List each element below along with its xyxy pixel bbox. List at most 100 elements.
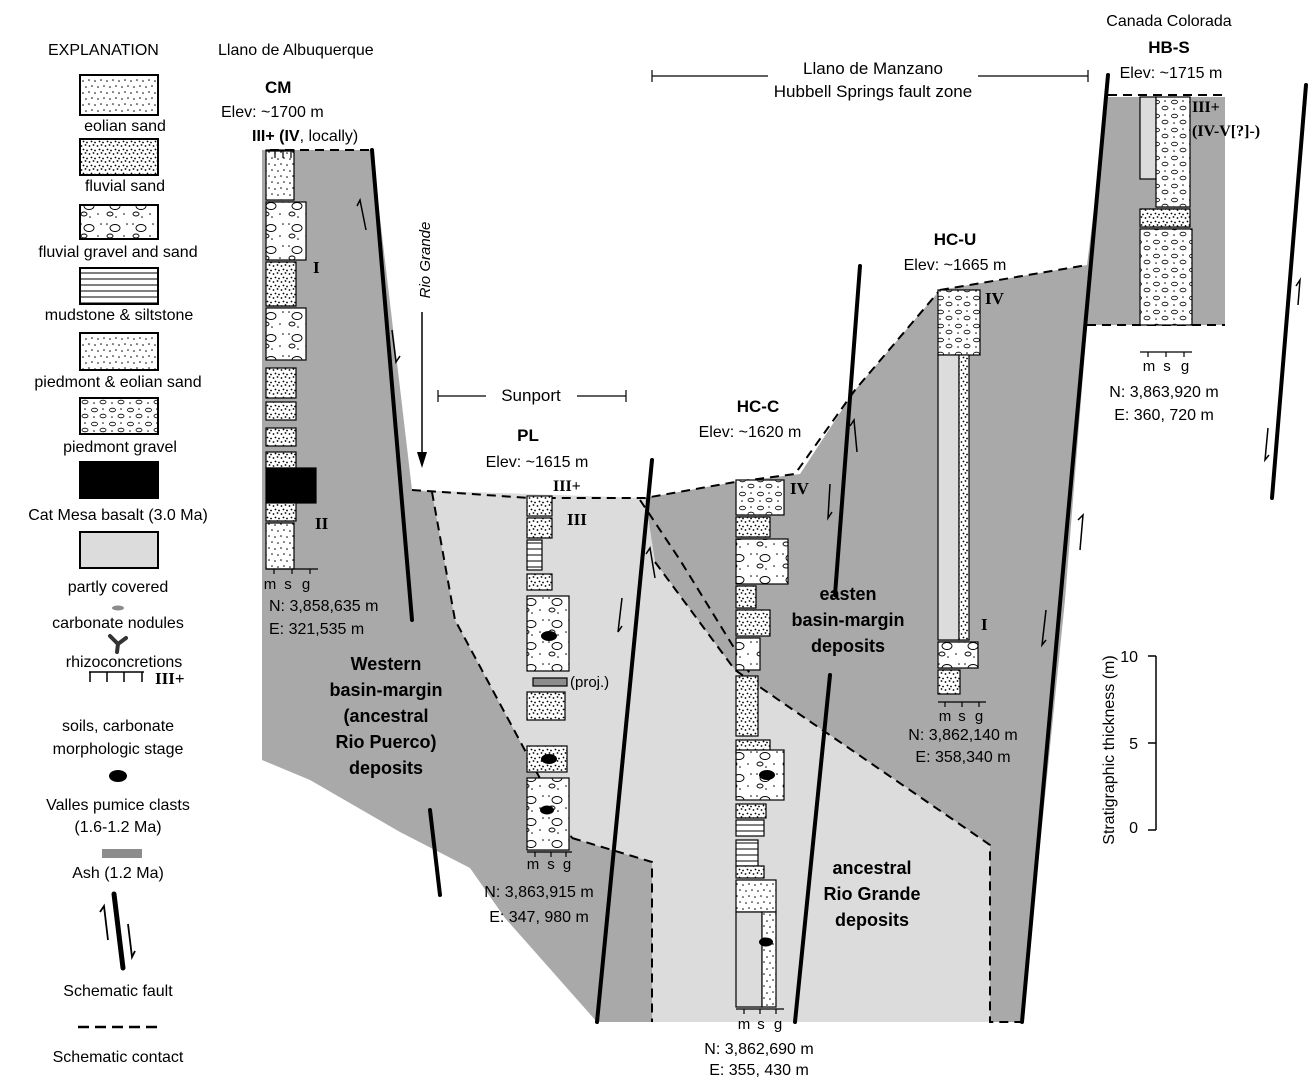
hcu-bed-gravel <box>937 289 981 356</box>
cm-bed-gravel <box>265 201 307 261</box>
legend-label-covered: partly covered <box>68 579 169 596</box>
hcu-grain-axis <box>938 701 986 707</box>
hbs-bed-gravel <box>1155 96 1191 208</box>
legend-label-rhizo: rhizoconcretions <box>66 654 183 671</box>
contact-line <box>571 837 653 1022</box>
legend-swatch-eolian-sand <box>79 74 159 116</box>
contact-line <box>654 561 1022 1023</box>
carbonate-nodule-icon <box>112 605 124 611</box>
pl-bed-sand <box>526 691 566 721</box>
fault-line <box>428 808 442 897</box>
cm-grain-m: m <box>264 576 277 593</box>
hcc-bed-gravel <box>735 637 761 671</box>
hcc-grain-g: g <box>774 1016 782 1033</box>
hbs-grain-s: s <box>1163 358 1171 375</box>
hcu-bed-gravel <box>937 641 979 669</box>
hcc-north: N: 3,862,690 m <box>704 1041 813 1058</box>
pl-proj: (proj.) <box>570 674 609 691</box>
legend-label-soils-1: soils, carbonate <box>62 718 174 735</box>
cm-east: E: 321,535 m <box>269 621 364 638</box>
legend-label-soils-2: morphologic stage <box>53 741 184 758</box>
cm-grain-axis <box>266 568 318 574</box>
hcu-unit: I <box>981 615 988 634</box>
hcc-grain-m: m <box>738 1016 751 1033</box>
pumice-clast <box>541 631 557 641</box>
legend-swatch-piedmont-gravel <box>79 397 159 435</box>
hbs-grain-axis <box>1140 351 1192 357</box>
pl-pumice-clasts <box>540 631 557 815</box>
legend-label-basalt: Cat Mesa basalt (3.0 Ma) <box>28 507 208 524</box>
legend-label-carbonate: carbonate nodules <box>52 615 184 632</box>
hbs-stage-1: III+ <box>1192 99 1220 116</box>
region-label-canada-colorada: Canada Colorada <box>1106 13 1232 30</box>
region-label-rio-grande: Rio Grande <box>417 222 434 299</box>
hcc-bed-eolian <box>761 911 777 1008</box>
legend-swatch-mudstone <box>79 267 159 305</box>
hcc-bed-gravel <box>735 479 785 516</box>
pumice-clast <box>541 754 557 764</box>
fault-motion-arrow <box>827 483 833 521</box>
hbs-stage-2: (IV-V[?]-) <box>1192 123 1260 140</box>
fault-motion-arrow <box>645 546 656 579</box>
fault-line <box>595 458 654 1024</box>
svg-text:deposits: deposits <box>349 758 423 778</box>
hcc-bed-sand <box>735 516 771 538</box>
hbs-section-column <box>1139 96 1193 326</box>
svg-text:basin-margin: basin-margin <box>329 680 442 700</box>
hbs-grain-g: g <box>1181 358 1189 375</box>
hcu-section-column <box>937 289 981 695</box>
hcu-grain-m: m <box>939 708 952 725</box>
hcc-bed-eolian <box>735 879 777 913</box>
cm-bed-gravel <box>265 307 307 361</box>
hcc-grain-s: s <box>757 1016 765 1033</box>
cm-section-column <box>265 149 317 570</box>
legend: EXPLANATION eolian sand fluvial sand flu… <box>28 42 208 1066</box>
soil-stage-icon <box>89 671 144 682</box>
cm-bed-eolian <box>265 149 295 201</box>
svg-text:(ancestral: (ancestral <box>343 706 428 726</box>
hbs-east: E: 360, 720 m <box>1114 407 1214 424</box>
hcc-bed-mudstone <box>735 819 765 837</box>
section-elev-pl: Elev: ~1615 m <box>486 454 589 471</box>
pl-unit: III <box>567 510 587 529</box>
svg-text:Rio Grande: Rio Grande <box>823 884 920 904</box>
hcc-stage: IV <box>790 479 810 498</box>
fault-line <box>1020 73 1110 1024</box>
hbs-bed-covered <box>1139 96 1157 180</box>
pl-bed-mudstone <box>526 539 543 571</box>
cm-bed-sand <box>265 451 297 469</box>
cm-grain-s: s <box>284 576 292 593</box>
contact-line <box>411 289 941 499</box>
hcu-east: E: 358,340 m <box>915 749 1010 766</box>
section-elev-cm: Elev: ~1700 m <box>221 104 324 121</box>
pl-grain-m: m <box>527 856 540 873</box>
hcc-bed-sand <box>735 609 771 637</box>
fault-line <box>793 673 832 1024</box>
legend-label-piedmont-eolian: piedmont & eolian sand <box>34 374 201 391</box>
pl-stage: III+ <box>553 478 581 495</box>
cm-bed-sand <box>265 502 297 522</box>
pumice-clast <box>540 805 554 815</box>
fault-motion-arrow <box>1077 513 1084 551</box>
fault-motion-arrow <box>849 417 858 453</box>
fault-motion-arrow <box>1264 427 1270 463</box>
section-elev-hcc: Elev: ~1620 m <box>699 424 802 441</box>
scale-tick-10: 10 <box>1120 649 1138 666</box>
cm-grain-g: g <box>302 576 310 593</box>
hcc-east: E: 355, 430 m <box>709 1062 809 1079</box>
western-deposit-label: Western basin-margin (ancestral Rio Puer… <box>329 654 442 778</box>
region-label-hubbell: Hubbell Springs fault zone <box>774 82 972 101</box>
legend-label-eolian-sand: eolian sand <box>84 118 166 135</box>
pl-grain-axis <box>527 851 572 857</box>
legend-soil-stage: III+ <box>155 669 185 688</box>
hcc-bed-sand <box>735 675 759 737</box>
fault-legend-icon <box>99 891 136 971</box>
fault-motion-arrow <box>1040 609 1047 648</box>
region-label-llano-albuquerque: Llano de Albuquerque <box>218 42 374 59</box>
cm-bed-sand <box>265 401 297 421</box>
hcu-north: N: 3,862,140 m <box>908 727 1017 744</box>
fault-motion-arrow <box>617 597 623 633</box>
region-brackets <box>437 70 1089 402</box>
schematic-faults <box>370 73 1308 1024</box>
